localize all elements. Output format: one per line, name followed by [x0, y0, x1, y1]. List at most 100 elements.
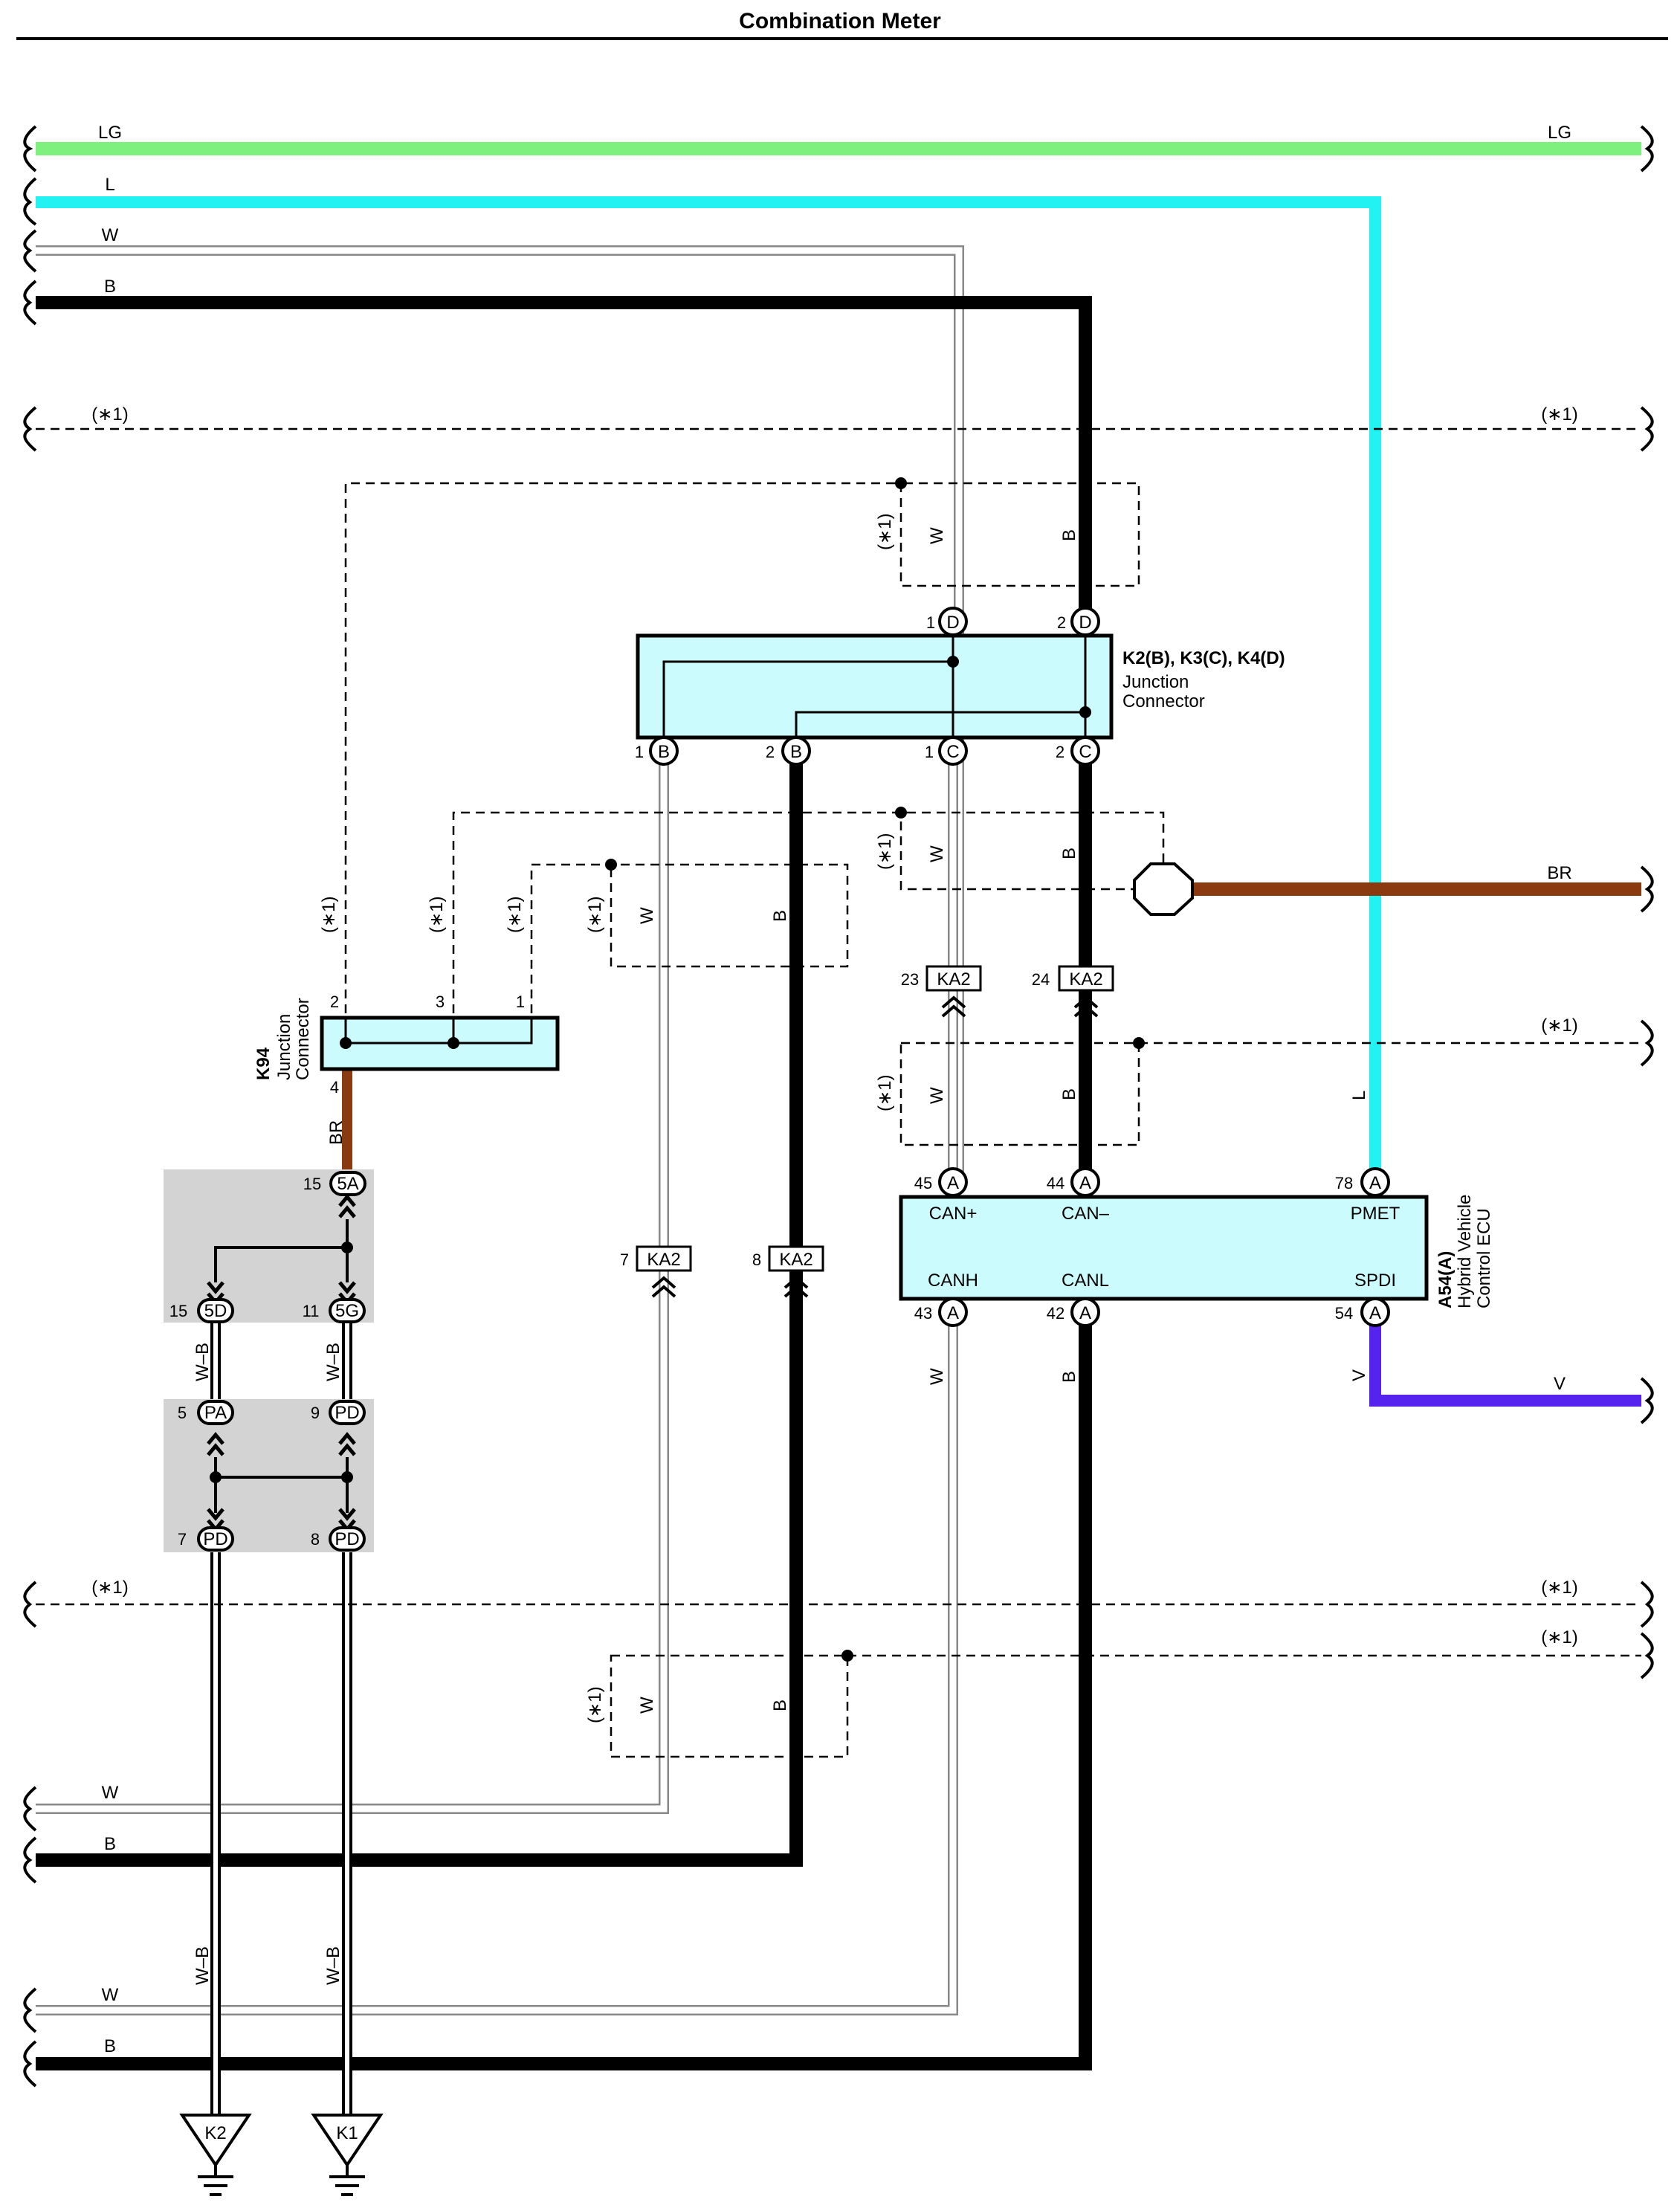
svg-text:(∗1): (∗1) — [875, 1075, 895, 1111]
ka2-connector-7: KA2 7 — [620, 1245, 692, 1298]
svg-text:23: 23 — [901, 970, 919, 989]
svg-text:A: A — [1369, 1173, 1381, 1193]
svg-text:D: D — [1079, 613, 1091, 633]
svg-text:B: B — [770, 910, 790, 922]
svg-text:Connector: Connector — [1122, 691, 1205, 711]
svg-text:1: 1 — [516, 992, 525, 1011]
svg-text:(∗1): (∗1) — [91, 1578, 128, 1598]
svg-text:BR: BR — [326, 1120, 346, 1145]
svg-text:W: W — [927, 845, 947, 862]
svg-text:KA2: KA2 — [647, 1250, 680, 1270]
svg-text:B: B — [1059, 1088, 1079, 1100]
wire-l — [36, 196, 1381, 1169]
svg-text:PMET: PMET — [1351, 1204, 1400, 1224]
svg-text:W: W — [102, 1985, 119, 2005]
svg-text:CANL: CANL — [1062, 1271, 1109, 1291]
shield-left — [530, 863, 849, 1043]
svg-text:W: W — [927, 527, 947, 544]
svg-text:L: L — [1349, 1091, 1369, 1100]
svg-text:CAN–: CAN– — [1062, 1204, 1110, 1224]
svg-text:5: 5 — [178, 1404, 187, 1422]
svg-text:V: V — [1349, 1369, 1369, 1381]
svg-text:8: 8 — [752, 1250, 761, 1269]
svg-text:A: A — [1079, 1303, 1091, 1323]
svg-text:(∗1): (∗1) — [585, 897, 605, 933]
splice-5a: 5A 15 — [303, 1171, 366, 1196]
svg-text:KA2: KA2 — [937, 969, 970, 990]
svg-text:V: V — [1554, 1374, 1566, 1394]
svg-text:W–B: W–B — [323, 1343, 343, 1381]
splice-pd-top: PD 9 — [311, 1400, 366, 1425]
svg-text:2: 2 — [1056, 743, 1064, 761]
svg-text:78: 78 — [1335, 1174, 1353, 1192]
svg-text:5A: 5A — [337, 1174, 358, 1194]
page-title: Combination Meter — [739, 9, 941, 33]
hybrid-vehicle-control-ecu — [899, 1195, 1429, 1301]
svg-text:1: 1 — [925, 743, 934, 761]
svg-text:B: B — [790, 742, 802, 762]
splice-pd-left: PD 7 — [178, 1526, 234, 1552]
k94-connector-name: K94 — [253, 1047, 274, 1080]
svg-text:44: 44 — [1047, 1174, 1064, 1192]
svg-text:PA: PA — [204, 1403, 227, 1423]
svg-text:24: 24 — [1032, 970, 1050, 989]
svg-text:K2: K2 — [204, 2123, 226, 2143]
svg-text:Connector: Connector — [293, 998, 313, 1080]
svg-text:Junction: Junction — [1122, 672, 1189, 692]
svg-text:KA2: KA2 — [1069, 969, 1102, 990]
svg-text:Hybrid Vehicle: Hybrid Vehicle — [1455, 1195, 1475, 1308]
svg-text:CAN+: CAN+ — [929, 1204, 978, 1224]
shield-ecu-top — [899, 1042, 1140, 1146]
svg-text:1: 1 — [926, 613, 935, 632]
svg-text:8: 8 — [311, 1530, 320, 1549]
svg-text:(∗1): (∗1) — [319, 897, 339, 933]
svg-text:SPDI: SPDI — [1354, 1271, 1396, 1291]
svg-text:(∗1): (∗1) — [505, 897, 525, 933]
splice-5g: 5G 11 — [303, 1298, 366, 1323]
wire-break-marks — [23, 125, 1654, 2088]
splice-octagon — [1133, 862, 1194, 916]
svg-text:(∗1): (∗1) — [427, 897, 447, 933]
svg-text:(∗1): (∗1) — [1541, 1578, 1577, 1598]
splice-5d: 5D 15 — [169, 1298, 234, 1323]
ground-k1-icon: K1 — [311, 2114, 384, 2196]
svg-text:5D: 5D — [204, 1301, 227, 1321]
svg-text:2: 2 — [1057, 613, 1066, 632]
svg-text:42: 42 — [1047, 1304, 1064, 1323]
junction-connector-k2 — [636, 633, 1114, 740]
svg-text:W–B: W–B — [193, 1946, 213, 1985]
svg-text:54: 54 — [1335, 1304, 1353, 1323]
svg-text:4: 4 — [330, 1078, 339, 1097]
svg-text:11: 11 — [303, 1302, 320, 1320]
shield-mid — [452, 811, 1165, 1043]
svg-text:(∗1): (∗1) — [1541, 1016, 1577, 1036]
svg-text:B: B — [104, 2036, 116, 2056]
svg-text:(∗1): (∗1) — [875, 514, 895, 550]
ground-k2-icon: K2 — [179, 2114, 252, 2196]
svg-text:W: W — [637, 907, 657, 924]
wire-b-top — [36, 296, 1092, 610]
ecu-name: A54(A) — [1435, 1251, 1456, 1308]
shield-k2-top — [344, 482, 1140, 1043]
svg-text:B: B — [104, 1834, 116, 1854]
svg-text:B: B — [658, 742, 670, 762]
svg-text:5G: 5G — [335, 1301, 359, 1321]
svg-text:PD: PD — [203, 1529, 227, 1549]
svg-text:B: B — [1059, 529, 1079, 541]
wire-b-ecu42 — [36, 1314, 1092, 2070]
k2-connector-name: K2(B), K3(C), K4(D) — [1122, 648, 1285, 668]
svg-text:W–B: W–B — [193, 1343, 213, 1381]
ka2-connector-23: KA2 23 — [901, 965, 982, 1018]
svg-text:W–B: W–B — [323, 1946, 343, 1985]
wire-b-b2 — [36, 751, 803, 1867]
svg-text:L: L — [105, 175, 114, 195]
svg-text:45: 45 — [914, 1174, 932, 1192]
ka2-connector-8: KA2 8 — [752, 1245, 824, 1298]
svg-text:B: B — [104, 277, 116, 297]
svg-text:PD: PD — [335, 1403, 359, 1423]
svg-text:D: D — [946, 613, 959, 633]
svg-text:B: B — [1059, 848, 1079, 859]
splice-pa: PA 5 — [178, 1400, 234, 1425]
svg-text:B: B — [770, 1699, 790, 1711]
